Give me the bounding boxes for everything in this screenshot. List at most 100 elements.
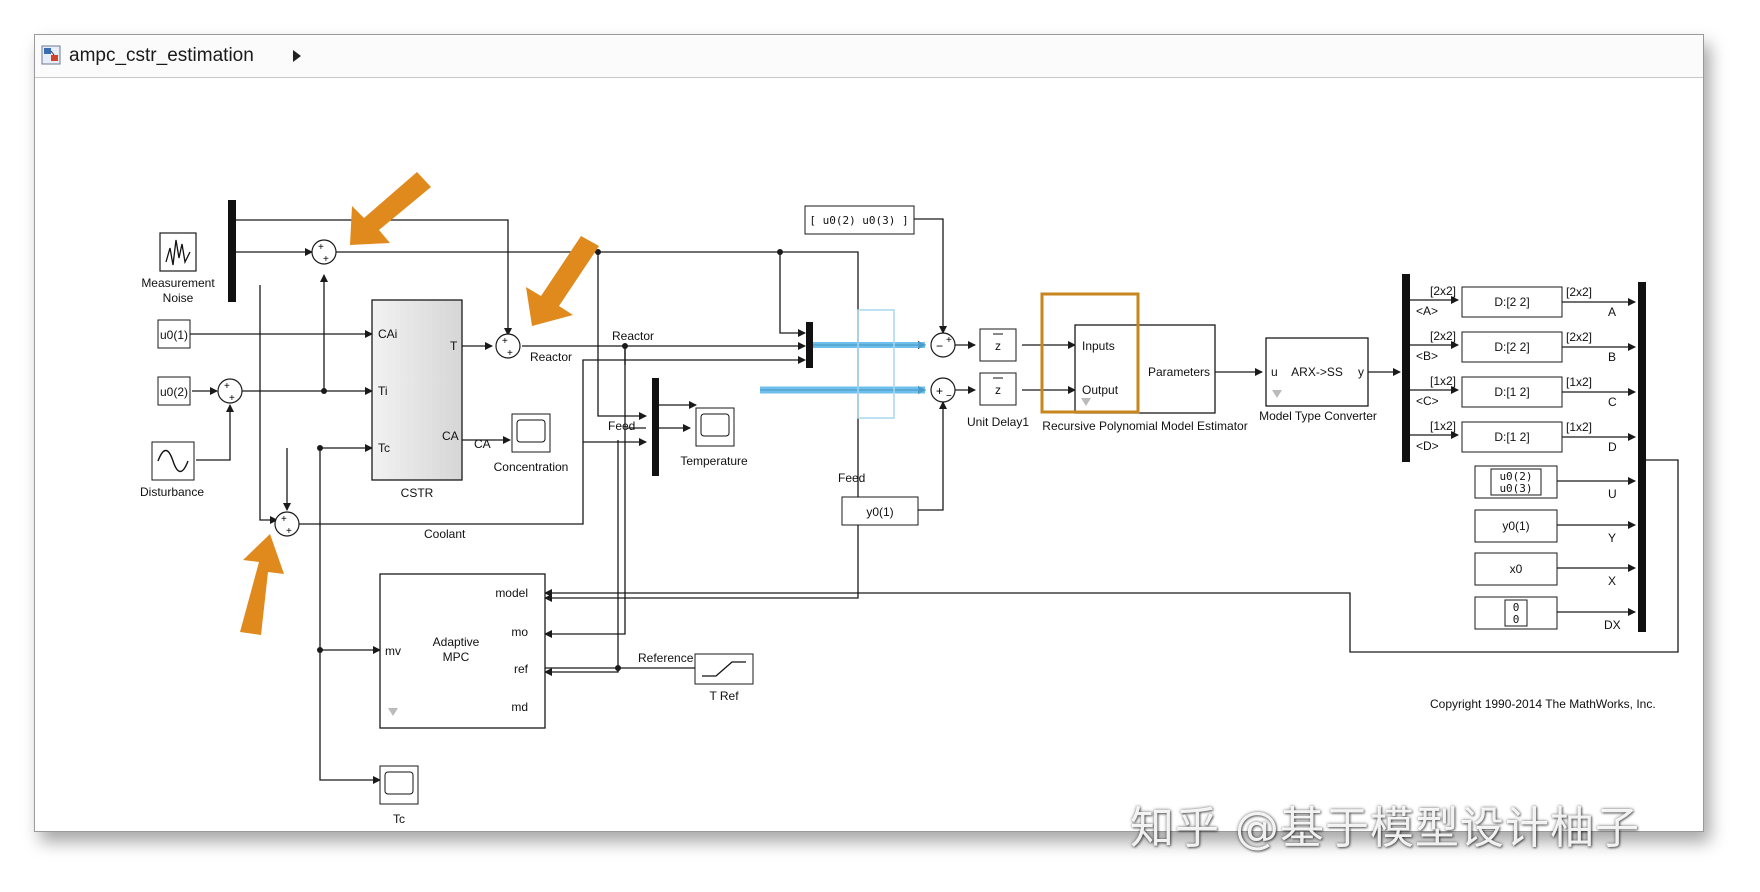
disturbance-label: Disturbance — [140, 485, 204, 499]
temperature-label: Temperature — [680, 454, 748, 468]
selector-output-dims: [1x2] — [1566, 375, 1592, 389]
selector-output-dims: [2x2] — [1566, 330, 1592, 344]
svg-text:−: − — [936, 339, 943, 353]
u-vector-constant[interactable]: u0(2) u0(3) U — [1474, 465, 1617, 501]
selector-input-dims: [2x2] — [1430, 284, 1456, 298]
breadcrumb-model-name[interactable]: ampc_cstr_estimation — [69, 45, 254, 66]
svg-text:y0(1): y0(1) — [866, 505, 893, 519]
bus-element-name: D — [1608, 440, 1617, 454]
y-constant[interactable]: y0(1) Y — [1474, 509, 1616, 545]
annotation-arrow-icon — [350, 172, 431, 245]
measurement-noise-label-line2: Noise — [163, 291, 194, 305]
svg-text:−: − — [946, 391, 952, 402]
signal-highlight-box — [857, 309, 895, 419]
measurement-noise-block[interactable] — [0, 0, 197, 272]
selector-input-dims: [2x2] — [1430, 329, 1456, 343]
feed-mux[interactable] — [652, 378, 659, 476]
signal-label-feed: Feed — [838, 471, 865, 485]
svg-text:u0(2): u0(2) — [1499, 470, 1532, 483]
annotation-arrows — [240, 172, 599, 635]
u0-2-constant[interactable]: u0(2) — [157, 376, 191, 406]
watermark-text: 知乎 @基于模型设计柚子 — [1130, 803, 1640, 854]
svg-text:x0: x0 — [1510, 562, 1523, 576]
svg-text:+: + — [229, 393, 235, 404]
recursive-polynomial-model-estimator[interactable]: Inputs Output Parameters Recursive Polyn… — [1042, 324, 1248, 433]
svg-text:+: + — [318, 242, 324, 253]
temperature-scope[interactable]: Temperature — [680, 407, 748, 468]
line-junctions — [317, 249, 783, 671]
bus-creator[interactable] — [1638, 282, 1646, 632]
svg-text:+: + — [507, 348, 513, 359]
sum-block[interactable]: ++ — [495, 333, 521, 359]
adaptive-mpc-block[interactable]: Adaptive MPC model mo ref md mv — [379, 573, 546, 729]
breadcrumb-expand-icon[interactable] — [293, 50, 301, 62]
cstr-label: CSTR — [401, 486, 434, 500]
mpc-port-mv: mv — [385, 644, 401, 658]
svg-text:u0(2): u0(2) — [160, 385, 188, 399]
sum-block[interactable]: ++ — [274, 511, 300, 537]
svg-text:0: 0 — [1513, 601, 1520, 614]
selector-signal-name: <D> — [1416, 439, 1439, 453]
u0-vector-constant[interactable]: [ u0(2) u0(3) ] — [804, 205, 915, 235]
svg-text:z: z — [995, 383, 1001, 397]
simulink-model-icon[interactable] — [41, 45, 61, 65]
cstr-port-ti: Ti — [378, 384, 388, 398]
selector-block[interactable]: D:[1 2] [1x2] <C> [1x2] C — [1416, 374, 1617, 409]
model-type-converter[interactable]: u ARX->SS y Model Type Converter — [1259, 337, 1377, 423]
svg-text:+: + — [286, 526, 292, 537]
signal-label-reference: Reference — [638, 651, 694, 665]
svg-text:+: + — [281, 514, 287, 525]
estimator-input-mux[interactable] — [806, 322, 813, 368]
selector-block[interactable]: D:[2 2] [2x2] <B> [2x2] B — [1416, 329, 1616, 364]
estimator-port-inputs: Inputs — [1082, 339, 1115, 353]
concentration-label: Concentration — [494, 460, 569, 474]
t-ref-label: T Ref — [709, 689, 739, 703]
bus-element-name: X — [1608, 574, 1616, 588]
converter-label: Model Type Converter — [1259, 409, 1377, 423]
svg-text:D:[1 2]: D:[1 2] — [1494, 430, 1529, 444]
cstr-block[interactable]: CAi Ti Tc T CA CSTR — [371, 299, 463, 500]
bus-element-name: DX — [1604, 618, 1621, 632]
t-ref-block[interactable]: T Ref — [694, 653, 754, 703]
cstr-port-ca: CA — [442, 429, 459, 443]
selector-signal-name: <C> — [1416, 394, 1439, 408]
svg-text:+: + — [946, 335, 952, 346]
y0-1-constant[interactable]: y0(1) — [841, 496, 919, 526]
selector-block[interactable]: D:[1 2] [1x2] <D> [1x2] D — [1416, 419, 1617, 454]
bus-selector[interactable] — [1402, 274, 1410, 462]
mpc-port-mo: mo — [511, 625, 528, 639]
unit-delay-block[interactable]: z — [979, 328, 1017, 362]
svg-text:u0(1): u0(1) — [160, 328, 188, 342]
selector-input-dims: [1x2] — [1430, 419, 1456, 433]
measurement-noise-label-line1: Measurement — [141, 276, 215, 290]
converter-port-u: u — [1271, 365, 1278, 379]
bus-element-name: C — [1608, 395, 1617, 409]
unit-delay-label: Unit Delay1 — [967, 415, 1029, 429]
concentration-scope[interactable]: Concentration — [494, 413, 569, 474]
tc-scope[interactable]: Tc — [379, 765, 419, 826]
sum-block[interactable]: ++ — [217, 378, 243, 404]
svg-text:+: + — [323, 254, 329, 265]
svg-text:z: z — [995, 339, 1001, 353]
cstr-port-t: T — [450, 339, 458, 353]
signal-label-reactor: Reactor — [530, 350, 572, 364]
annotation-arrow-icon — [526, 236, 599, 326]
x0-constant[interactable]: x0 X — [1474, 552, 1616, 588]
mpc-port-model: model — [495, 586, 528, 600]
dx-constant[interactable]: 0 0 DX — [1474, 596, 1621, 632]
model-window: ampc_cstr_estimation — [34, 34, 1704, 832]
selector-output-dims: [1x2] — [1566, 420, 1592, 434]
highlighted-signals — [760, 309, 925, 419]
converter-port-y: y — [1358, 365, 1364, 379]
u0-1-constant[interactable]: u0(1) — [157, 319, 191, 349]
svg-text:D:[2 2]: D:[2 2] — [1494, 295, 1529, 309]
svg-text:+: + — [936, 384, 943, 398]
subtract-block[interactable]: −+ — [930, 332, 956, 358]
selector-block[interactable]: D:[2 2] [2x2] <A> [2x2] A — [1416, 284, 1616, 319]
estimator-label: Recursive Polynomial Model Estimator — [1042, 419, 1247, 433]
noise-demux[interactable] — [228, 200, 236, 302]
disturbance-block[interactable]: Disturbance — [140, 441, 204, 499]
sum-block[interactable]: ++ — [311, 239, 337, 265]
subtract-block[interactable]: +− — [930, 377, 956, 403]
unit-delay-block[interactable]: z — [979, 372, 1017, 406]
